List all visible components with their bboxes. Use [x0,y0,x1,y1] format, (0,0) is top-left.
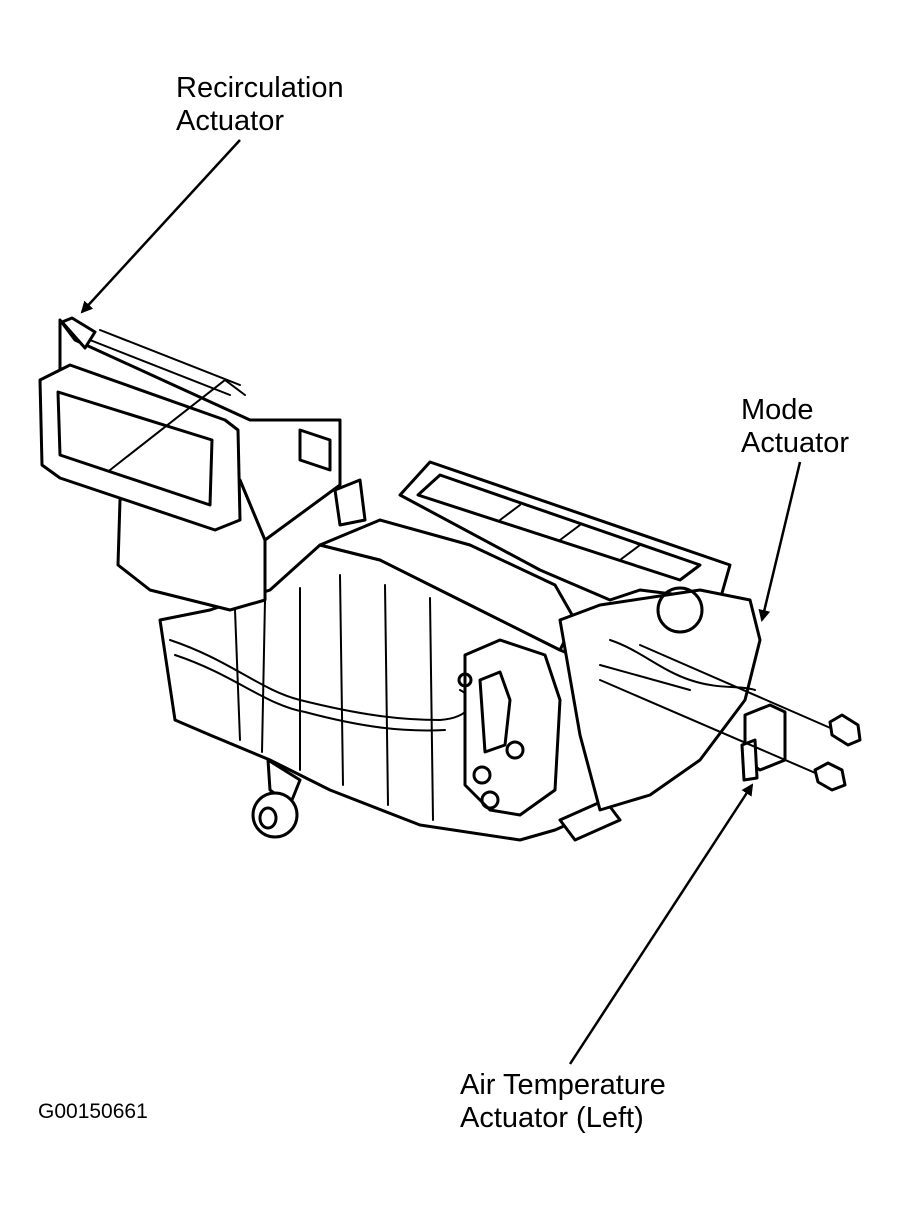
recirculation-intake [38,316,367,612]
detached-actuator [599,644,836,782]
air-temperature-label-line2: Actuator (Left) [460,1102,644,1134]
air-temperature-leader-arrow [568,783,754,1065]
mode-leader-arrow [758,461,802,622]
recirculation-leader-arrow [80,139,241,314]
mode-label-line2: Actuator [741,427,849,459]
recirculation-label-line2: Actuator [176,105,284,137]
figure-code: G00150661 [38,1100,148,1123]
air-temperature-label-line1: Air Temperature [460,1069,666,1101]
recirculation-label-line1: Recirculation [176,72,344,104]
temperature-actuator-body [457,638,562,817]
recirculation-actuator-label: Recirculation Actuator [176,72,344,138]
mode-label-line1: Mode [741,394,814,426]
screw-icon [813,713,862,792]
mode-actuator-label: Mode Actuator [741,394,849,460]
air-temperature-actuator-label: Air Temperature Actuator (Left) [460,1069,666,1135]
right-end-case [558,586,762,812]
